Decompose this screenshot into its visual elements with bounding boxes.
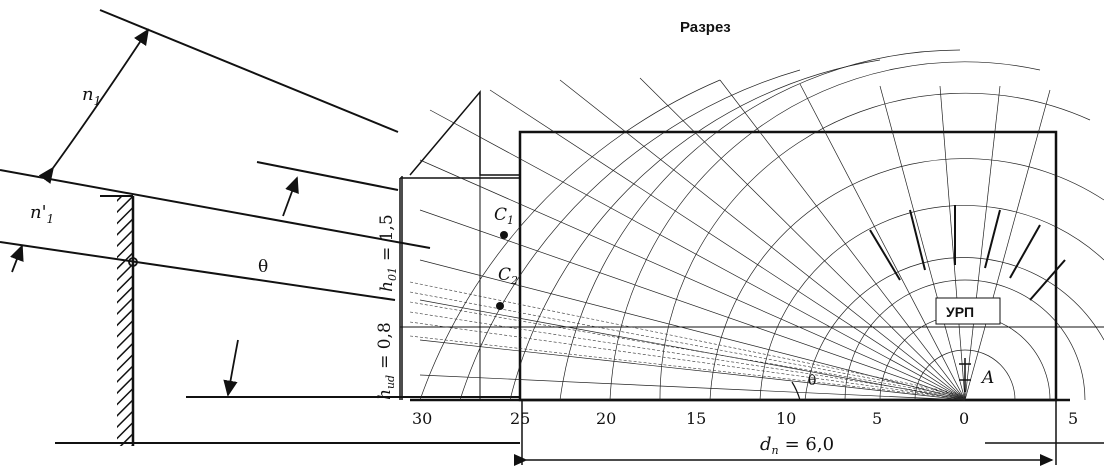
label-theta-small: θ xyxy=(808,373,816,389)
tick-label: 5 xyxy=(1068,409,1078,428)
tick-label: 30 xyxy=(412,409,432,428)
n1-arc xyxy=(38,28,149,184)
label-dn: dп= 6,0 xyxy=(760,434,834,457)
tick-label: 5 xyxy=(872,409,882,428)
label-h01: h01= 1,5 xyxy=(377,214,399,292)
label-c1: C1 xyxy=(494,205,514,227)
tick-label: 10 xyxy=(776,409,796,428)
label-theta-big: θ xyxy=(258,257,268,277)
window-point xyxy=(128,257,138,267)
label-hud: hud= 0,8 xyxy=(375,322,397,400)
theta-small-arc xyxy=(791,381,801,401)
grid-diagram: C1 C2 УРП A θ h01= 1,5 hud= 0,8 30 25 20… xyxy=(375,49,1104,466)
short-ray xyxy=(256,161,399,191)
tick-label: 25 xyxy=(510,409,530,428)
wall-hatch xyxy=(117,196,133,446)
thick-rays xyxy=(869,205,1066,301)
label-c2: C2 xyxy=(498,265,518,287)
point-c2 xyxy=(496,302,504,310)
arrow-short xyxy=(282,176,299,217)
tick-label: 20 xyxy=(596,409,616,428)
arc-grid xyxy=(419,49,1104,401)
left-construction: n1 n'1 θ xyxy=(0,9,520,446)
label-n1-prime: n'1 xyxy=(30,202,54,226)
label-n1: n1 xyxy=(82,84,101,108)
label-urp: УРП xyxy=(946,304,974,320)
radial-grid xyxy=(419,77,1051,401)
urp-box xyxy=(935,297,1001,325)
ray-n1p xyxy=(0,241,396,301)
theta-arrow xyxy=(223,339,239,397)
tick-label: 0 xyxy=(959,409,969,428)
ray-n1-upper xyxy=(0,169,431,249)
title: Разрез xyxy=(680,19,731,36)
tick-label: 15 xyxy=(686,409,706,428)
scale-ticks: 30 25 20 15 10 5 0 5 xyxy=(412,409,1078,428)
point-c1 xyxy=(500,231,508,239)
dense-rays xyxy=(409,281,966,400)
ray-top xyxy=(99,9,399,133)
arrow-n1p xyxy=(10,244,24,273)
label-a: A xyxy=(980,368,994,388)
